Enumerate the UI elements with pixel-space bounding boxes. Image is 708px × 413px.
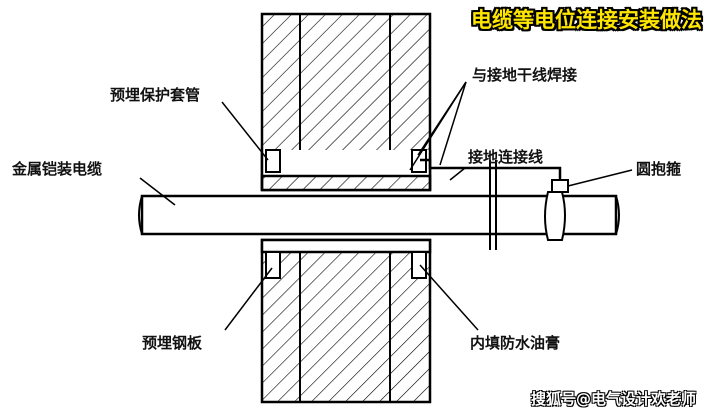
armored-cable — [138, 194, 620, 236]
label-plate: 预埋钢板 — [142, 334, 203, 352]
hoop-clamp — [544, 179, 569, 241]
label-filler: 内填防水油膏 — [470, 334, 561, 352]
label-weld: 与接地干线焊接 — [472, 66, 578, 84]
diagram-title: 电缆等电位连接安装做法 — [471, 8, 702, 32]
lower-wall — [260, 238, 432, 404]
label-clamp: 圆抱箍 — [636, 160, 682, 178]
ground-wire — [420, 158, 562, 250]
label-sleeve: 预埋保护套管 — [110, 86, 201, 104]
watermark: 搜狐号@电气设计欢老师 — [530, 390, 696, 408]
upper-wall — [260, 12, 432, 192]
label-ground-wire: 接地连接线 — [468, 148, 544, 166]
label-cable: 金属铠装电缆 — [12, 160, 103, 178]
leader-lines — [139, 81, 633, 331]
